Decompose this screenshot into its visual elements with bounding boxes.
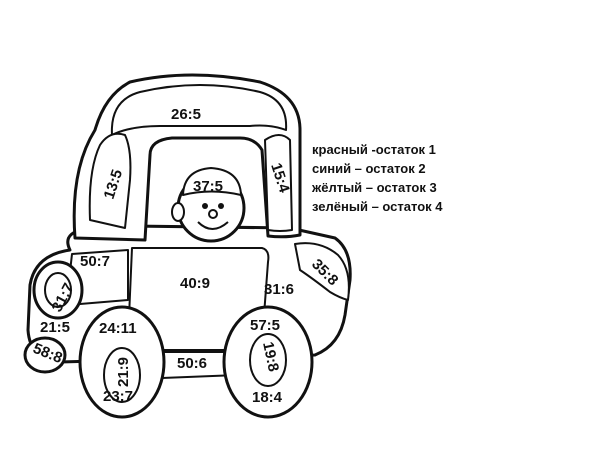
front-hub xyxy=(103,347,141,403)
rear-hub xyxy=(249,333,287,387)
driver-nose xyxy=(208,209,218,219)
example-hat: 37:5 xyxy=(193,178,223,195)
driver-ear xyxy=(171,202,185,222)
example-rear-wheel-bottom: 18:4 xyxy=(252,389,283,406)
example-door-right: 31:6 xyxy=(264,281,294,298)
right-fender xyxy=(294,242,350,301)
headlight-inner xyxy=(44,272,72,308)
example-rear-wheel-top: 57:5 xyxy=(250,317,280,334)
example-front-hub: 21:9 xyxy=(115,357,132,387)
example-roof: 26:5 xyxy=(171,106,201,123)
example-left-lower: 21:5 xyxy=(40,319,70,336)
example-front-wheel-top: 24:11 xyxy=(99,320,137,337)
legend-blue: синий – остаток 2 xyxy=(312,161,426,176)
driver-hat xyxy=(182,167,242,196)
color-legend: красный -остаток 1 синий – остаток 2 жёл… xyxy=(312,140,443,216)
example-front-wheel-bottom: 23:7 xyxy=(103,388,133,405)
driver-eye-right xyxy=(218,203,224,209)
example-left-fender: 50:7 xyxy=(80,253,110,270)
driver-eye-left xyxy=(202,203,208,209)
legend-yellow: жёлтый – остаток 3 xyxy=(312,180,437,195)
left-pillar xyxy=(88,132,132,229)
driver-smile xyxy=(197,221,229,230)
example-sill: 50:6 xyxy=(177,355,207,372)
roof-panel xyxy=(110,84,288,136)
right-pillar xyxy=(264,134,293,232)
legend-green: зелёный – остаток 4 xyxy=(312,199,443,214)
example-door: 40:9 xyxy=(180,275,210,292)
legend-red: красный -остаток 1 xyxy=(312,142,436,157)
example-rear-hub: 19:8 xyxy=(259,340,282,373)
bumper xyxy=(23,336,67,374)
